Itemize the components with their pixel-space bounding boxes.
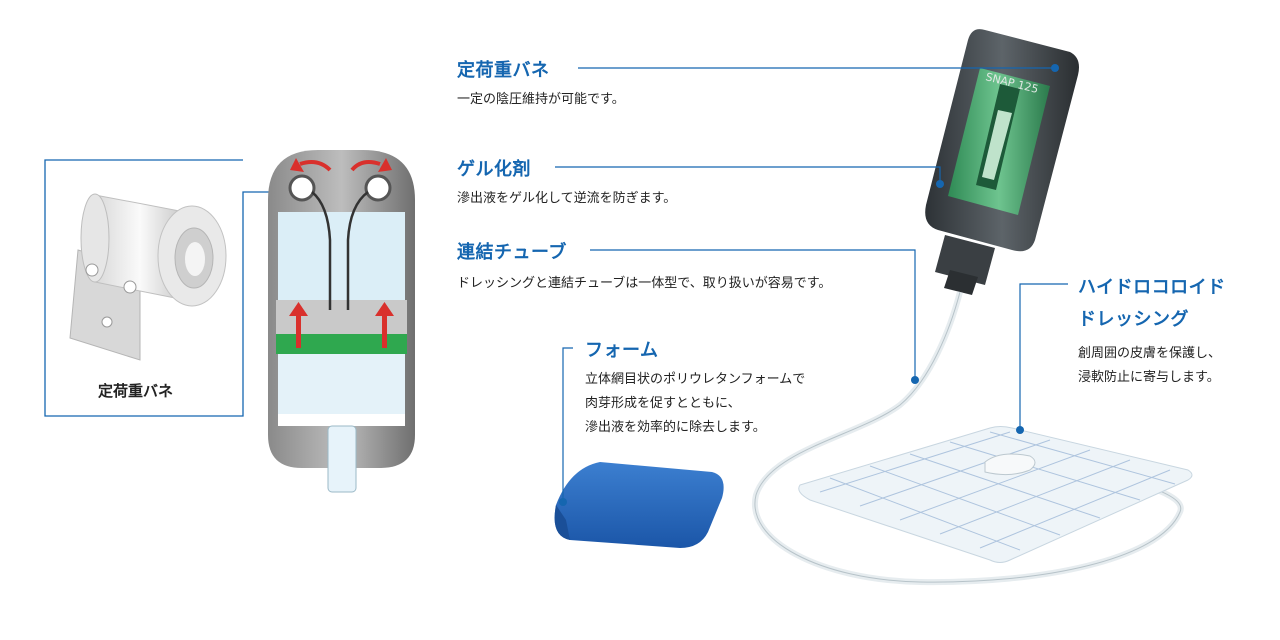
dressing-desc-line: 創周囲の皮膚を保護し、 bbox=[1078, 346, 1222, 361]
gel-title: ゲル化剤 bbox=[457, 159, 531, 180]
leader-lines bbox=[555, 67, 1068, 500]
spring-description: 一定の陰圧維持が可能です。 bbox=[457, 92, 625, 107]
tube-title: 連結チューブ bbox=[457, 242, 567, 263]
spring-inset-box bbox=[44, 159, 283, 417]
dressing-title-line: ハイドロコロイド bbox=[1078, 277, 1226, 298]
hydrocolloid-dressing bbox=[798, 426, 1193, 563]
foam-desc-line: 立体網目状のポリウレタンフォームで bbox=[585, 372, 806, 387]
foam-title: フォーム bbox=[585, 340, 659, 361]
foam-description: 立体網目状のポリウレタンフォームで 肉芽形成を促すとともに、 滲出液を効率的に除… bbox=[585, 368, 805, 440]
dressing-description: 創周囲の皮膚を保護し、 浸軟防止に寄与します。 bbox=[1078, 342, 1221, 390]
leader-dots bbox=[559, 64, 1059, 506]
dressing-title-line: ドレッシング bbox=[1078, 309, 1189, 330]
foam-desc-line: 滲出液を効率的に除去します。 bbox=[585, 420, 766, 435]
dressing-title: ハイドロコロイド ドレッシング bbox=[1078, 272, 1226, 336]
foam-desc-line: 肉芽形成を促すとともに、 bbox=[585, 396, 741, 411]
constant-force-spring-illustration bbox=[69, 193, 227, 361]
dressing-desc-line: 浸軟防止に寄与します。 bbox=[1078, 370, 1220, 385]
foam-pad bbox=[554, 462, 724, 548]
spring-title: 定荷重バネ bbox=[457, 60, 550, 81]
inset-caption: 定荷重バネ bbox=[98, 382, 174, 400]
tube-description: ドレッシングと連結チューブは一体型で、取り扱いが容易です。 bbox=[457, 276, 832, 291]
snap-device: SNAP 125 bbox=[925, 29, 1079, 295]
gel-description: 滲出液をゲル化して逆流を防ぎます。 bbox=[457, 191, 677, 206]
cylinder-cross-section bbox=[268, 150, 415, 493]
